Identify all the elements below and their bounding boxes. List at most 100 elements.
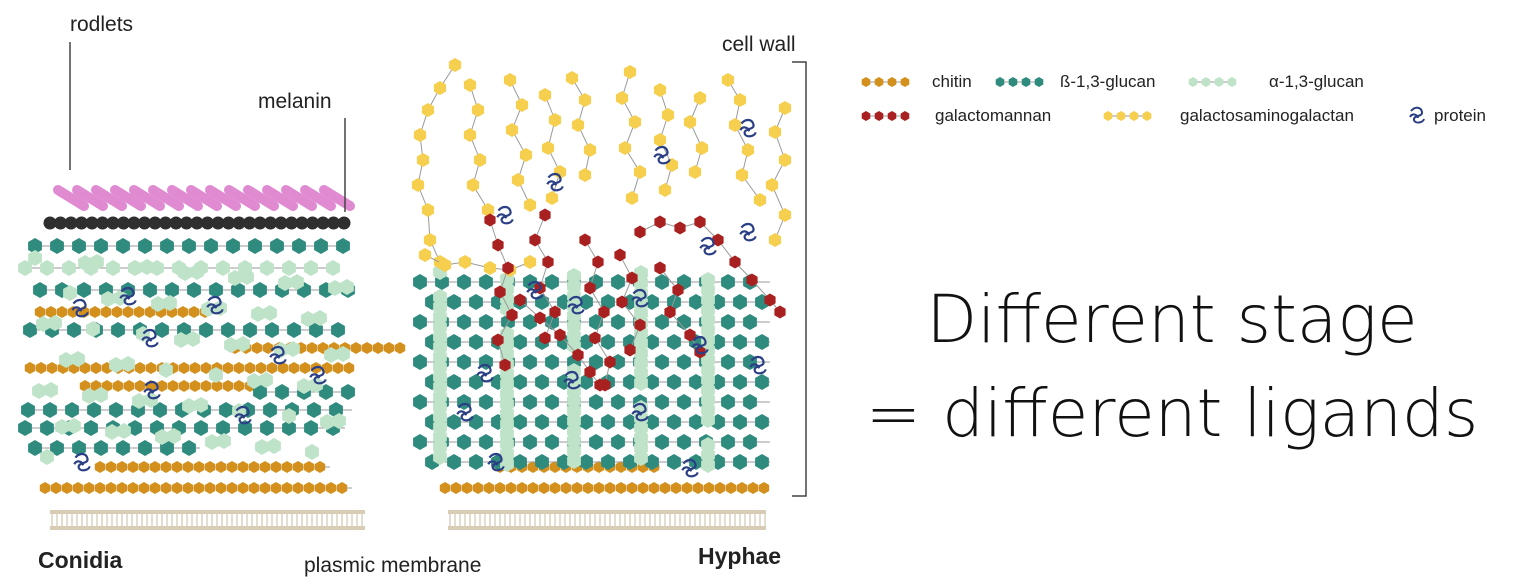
chitin-chain-unit	[237, 461, 249, 473]
beta-glucan-chain-unit	[755, 414, 769, 430]
beta-glucan-chain-unit	[469, 294, 483, 310]
galactosaminogalactan-chain-unit	[768, 125, 782, 139]
melanin-granule	[285, 216, 298, 230]
beta-glucan-chain-unit	[721, 394, 735, 410]
chitin-chain-unit	[89, 306, 101, 318]
melanin-granule	[64, 216, 78, 230]
galactosaminogalactan-chain-unit	[735, 168, 749, 182]
beta-glucan-chain-unit	[677, 354, 691, 370]
beta-glucan-chain-unit	[579, 414, 593, 430]
rodlet	[148, 185, 184, 211]
hyphae-label: Hyphae	[698, 543, 781, 569]
beta-chain-unit	[260, 420, 274, 436]
beta-chain-unit	[116, 440, 130, 456]
galactosaminogalactan-chain-unit	[615, 91, 629, 105]
chitin-chain-unit	[472, 482, 484, 494]
chitin-chain-unit	[262, 342, 274, 354]
legend-swatch-unit	[1214, 77, 1224, 87]
beta-chain-unit	[77, 282, 91, 298]
chitin-chain-unit	[439, 482, 451, 494]
beta-chain-unit	[84, 420, 98, 436]
alpha-glucan-unit	[433, 319, 447, 335]
beta-glucan-chain-unit	[589, 354, 603, 370]
melanin-granule	[201, 216, 214, 230]
chitin-chain-unit	[325, 482, 337, 494]
alpha-glucan-unit	[59, 352, 73, 368]
alpha-glucan-unit	[259, 372, 273, 388]
alpha-glucan-unit	[205, 434, 219, 450]
galactomannan-chain-unit	[672, 283, 684, 297]
galactosaminogalactan-chain-unit	[411, 178, 425, 192]
beta-glucan-chain-unit	[645, 414, 659, 430]
melanin-granule	[190, 216, 204, 230]
beta-chain-unit	[309, 322, 323, 338]
alpha-glucan-unit	[128, 260, 142, 276]
galactosaminogalactan-chain-unit	[548, 113, 562, 127]
alpha-glucan-unit	[247, 373, 261, 389]
galactomannan-chain-unit	[572, 348, 584, 362]
beta-glucan-chain-unit	[513, 454, 527, 470]
beta-glucan-chain-unit	[545, 434, 559, 450]
rodlet	[72, 185, 108, 211]
protein-icon	[699, 236, 717, 256]
melanin-granule	[222, 216, 235, 230]
galactosaminogalactan-chain-unit	[623, 65, 637, 79]
alpha-glucan-unit	[433, 309, 447, 325]
alpha-chain-unit	[304, 260, 318, 276]
chitin-chain-unit	[281, 461, 293, 473]
alpha-glucan-unit	[140, 259, 154, 275]
beta-glucan-chain-unit	[611, 274, 625, 290]
beta-chain-unit	[216, 420, 230, 436]
alpha-glucan-unit	[236, 336, 250, 352]
galactosaminogalactan-chain-unit	[421, 203, 435, 217]
chitin-chain-unit	[149, 482, 161, 494]
legend-swatch-unit	[887, 77, 897, 87]
beta-chain-unit	[128, 420, 142, 436]
beta-glucan-chain-unit	[755, 334, 769, 350]
galactosaminogalactan-chain-unit	[471, 103, 485, 117]
beta-glucan-chain-unit	[413, 354, 427, 370]
rodlet	[300, 185, 336, 211]
beta-chain-unit	[314, 238, 328, 254]
alpha-glucan-unit	[174, 332, 188, 348]
beta-glucan-chain-unit	[733, 334, 747, 350]
galactomannan-chain-unit	[514, 293, 526, 307]
melanin-granule	[96, 216, 109, 230]
alpha-glucan-unit	[40, 449, 54, 465]
rodlet	[205, 185, 241, 211]
membrane-layer	[50, 526, 365, 530]
galactomannan-chain-unit	[484, 213, 496, 227]
alpha-glucan-unit	[701, 437, 715, 453]
galactosaminogalactan-chain-unit	[683, 115, 697, 129]
galactomannan-chain-unit	[746, 273, 758, 287]
beta-glucan-chain-unit	[721, 354, 735, 370]
chitin-chain-unit	[34, 306, 46, 318]
alpha-glucan-unit	[328, 280, 342, 296]
galactosaminogalactan-chain-unit	[658, 183, 672, 197]
beta-chain-unit	[253, 282, 267, 298]
galactosaminogalactan-chain-unit	[523, 198, 537, 212]
chitin-chain-unit	[255, 362, 267, 374]
headline-line-1: Different stage	[926, 281, 1417, 358]
beta-glucan-chain-unit	[457, 274, 471, 290]
legend-swatch-unit	[1188, 77, 1198, 87]
alpha-chain-unit	[40, 260, 54, 276]
galactomannan-chain-unit	[542, 255, 554, 269]
chitin-chain-unit	[303, 461, 315, 473]
beta-glucan-chain-unit	[413, 314, 427, 330]
melanin-granule	[243, 216, 256, 230]
beta-chain-unit	[307, 402, 321, 418]
alpha-glucan-unit	[433, 429, 447, 445]
alpha-glucan-unit	[159, 362, 173, 378]
chitin-chain-unit	[116, 461, 128, 473]
galactosaminogalactan-chain-unit	[519, 148, 533, 162]
beta-glucan-chain-unit	[469, 454, 483, 470]
chitin-chain-unit	[160, 482, 172, 494]
alpha-glucan-unit	[228, 270, 242, 286]
galactomannan-chain-unit	[694, 215, 706, 229]
chitin-chain-unit	[361, 342, 373, 354]
beta-chain-unit	[304, 420, 318, 436]
chitin-chain-unit	[582, 482, 594, 494]
membrane-layer	[448, 526, 766, 530]
chitin-chain-unit	[277, 362, 289, 374]
